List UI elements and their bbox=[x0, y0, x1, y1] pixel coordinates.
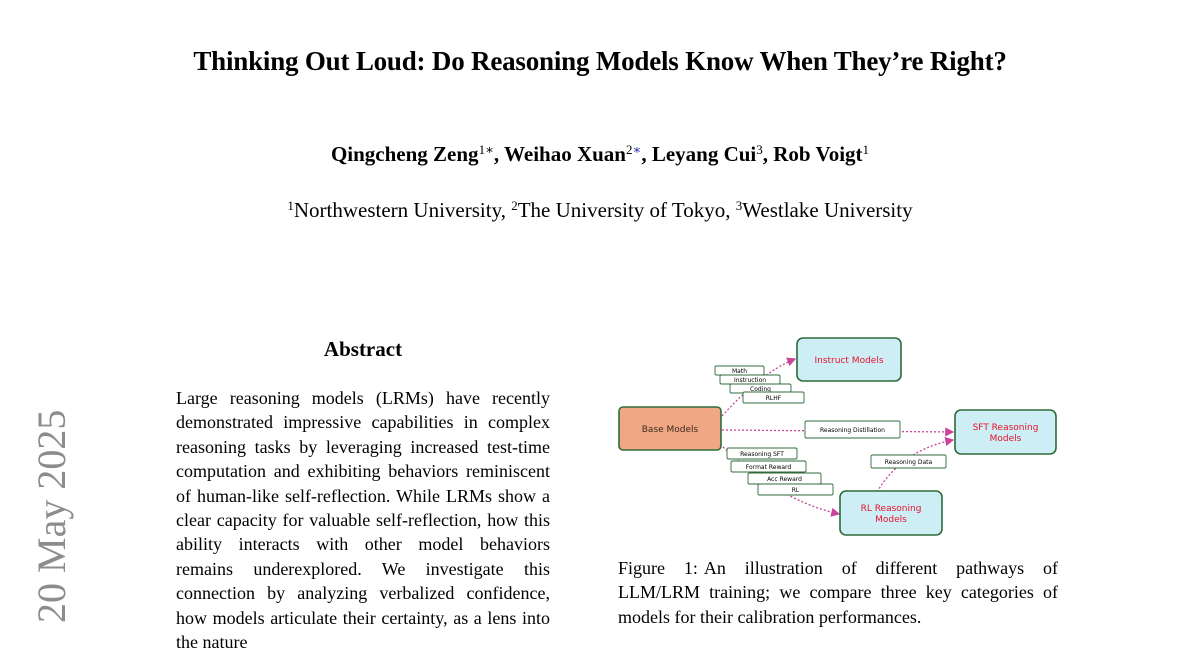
affiliation-number: 1 bbox=[287, 198, 294, 213]
paper-title: Thinking Out Loud: Do Reasoning Models K… bbox=[193, 46, 1007, 76]
training-pathways-diagram: Math Instruction Coding RLHF Reasoning S… bbox=[618, 337, 1057, 536]
label-format-reward: Format Reward bbox=[746, 464, 792, 471]
abstract-text: Large reasoning models (LRMs) have recen… bbox=[176, 388, 550, 653]
node-base-models: Base Models bbox=[618, 406, 722, 451]
node-label: SFT Reasoning bbox=[973, 423, 1039, 433]
affiliation-name: Westlake University bbox=[742, 198, 913, 222]
affiliation-name: The University of Tokyo bbox=[517, 198, 726, 222]
distillation-label: Reasoning Distillation bbox=[804, 420, 901, 439]
caption-label: Figure 1: bbox=[618, 558, 698, 578]
node-label: Models bbox=[990, 434, 1022, 444]
author-affiliation-mark: 3 bbox=[756, 142, 763, 157]
abstract-heading: Abstract bbox=[323, 337, 403, 361]
figure-1: Math Instruction Coding RLHF Reasoning S… bbox=[612, 332, 1062, 544]
arrow-base-to-sft bbox=[721, 427, 955, 437]
label-rl: RL bbox=[792, 487, 800, 494]
author-affiliation-mark: 2 bbox=[625, 142, 633, 157]
affiliation-name: Northwestern University bbox=[293, 198, 501, 222]
arrow-rl-to-sft bbox=[876, 437, 955, 493]
author-name: Leyang Cui bbox=[651, 142, 757, 166]
node-box bbox=[796, 337, 902, 382]
affiliation-list: 1Northwestern University, 2The Universit… bbox=[287, 198, 913, 222]
affiliation-number: 2 bbox=[511, 198, 518, 213]
label-acc-reward: Acc Reward bbox=[767, 476, 802, 483]
label-box bbox=[804, 420, 901, 439]
figure-caption: Figure 1:An illustration of different pa… bbox=[618, 556, 1058, 629]
node-box bbox=[954, 409, 1057, 455]
node-label: Instruct Models bbox=[814, 356, 883, 366]
node-label: Base Models bbox=[642, 425, 699, 435]
rl-training-labels: Reasoning SFT Format Reward Acc Reward R… bbox=[726, 447, 834, 496]
label-reasoning-data: Reasoning Data bbox=[885, 459, 933, 466]
author-affiliation-mark: 1 bbox=[478, 142, 486, 157]
node-instruct-models: Instruct Models bbox=[796, 337, 902, 382]
node-box bbox=[618, 406, 722, 451]
node-label: RL Reasoning bbox=[861, 504, 922, 514]
reasoning-data-label: Reasoning Data bbox=[870, 454, 947, 469]
equal-contribution-mark: ∗ bbox=[485, 142, 494, 157]
caption-text: An illustration of different pathways of… bbox=[618, 558, 1059, 627]
author-affiliation-mark: 1 bbox=[862, 142, 870, 157]
author-name: Rob Voigt bbox=[773, 142, 863, 166]
instruct-training-labels: Math Instruction Coding RLHF bbox=[714, 365, 805, 404]
label-rlhf: RLHF bbox=[766, 395, 782, 402]
label-box bbox=[757, 483, 834, 496]
author-name: Qingcheng Zeng bbox=[330, 142, 479, 166]
node-rl-reasoning-models: RL Reasoning Models bbox=[839, 490, 943, 536]
label-box bbox=[742, 391, 805, 404]
label-reasoning-sft: Reasoning SFT bbox=[740, 451, 784, 458]
label-box bbox=[730, 460, 807, 473]
label-box bbox=[870, 454, 947, 469]
label-box bbox=[726, 447, 798, 460]
affiliation-number: 3 bbox=[735, 198, 743, 213]
label-math: Math bbox=[732, 368, 747, 375]
node-box bbox=[839, 490, 943, 536]
author-list: Qingcheng Zeng1∗, Weihao Xuan2∗, Leyang … bbox=[330, 142, 870, 166]
label-reasoning-distillation: Reasoning Distillation bbox=[820, 427, 885, 434]
node-sft-reasoning-models: SFT Reasoning Models bbox=[954, 409, 1057, 455]
equal-contribution-mark[interactable]: ∗ bbox=[632, 142, 642, 157]
arxiv-side-date: 20 May 2025 bbox=[29, 409, 74, 623]
label-instruction: Instruction bbox=[734, 377, 766, 384]
label-coding: Coding bbox=[750, 386, 771, 393]
author-name: Weihao Xuan bbox=[504, 142, 626, 166]
node-label: Models bbox=[875, 515, 907, 525]
